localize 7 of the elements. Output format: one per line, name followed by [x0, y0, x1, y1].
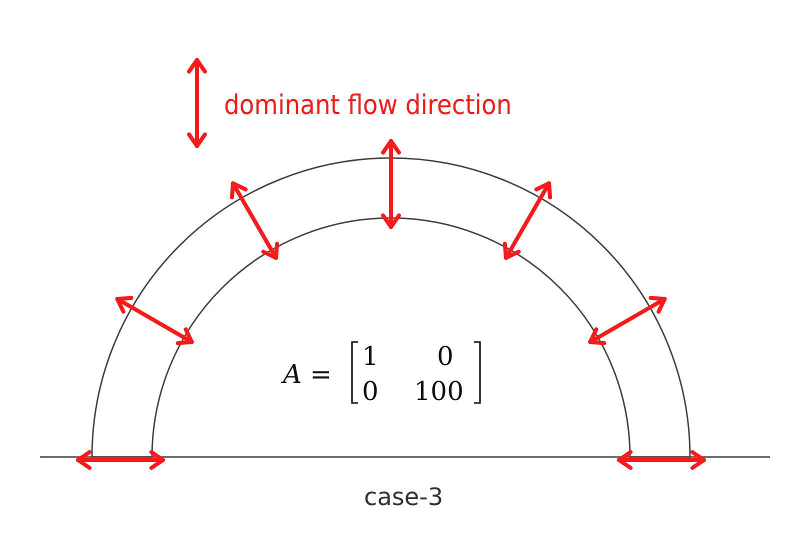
legend-label: dominant flow direction [224, 90, 512, 121]
matrix-entry: 1 [362, 342, 379, 372]
matrix-entry: 100 [414, 377, 464, 407]
caption-label: case-3 [364, 483, 444, 511]
matrix-variable: A = [283, 360, 332, 390]
matrix-entry: 0 [362, 377, 379, 407]
matrix-entry: 0 [437, 342, 454, 372]
